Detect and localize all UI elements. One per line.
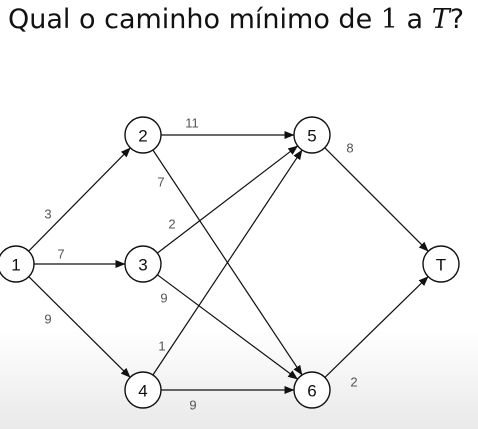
edge-weight-label: 8: [346, 141, 353, 156]
node-T: T: [422, 245, 460, 283]
node-4: 4: [124, 371, 162, 409]
edge-weight-label: 1: [158, 339, 165, 354]
node-circle: [124, 245, 162, 283]
edge-weight-label: 9: [44, 312, 51, 327]
edge-arrow: [152, 149, 303, 376]
question-prefix: Qual o caminho mínimo de: [8, 4, 381, 35]
node-circle: [0, 245, 35, 283]
edge-arrow: [324, 147, 429, 252]
edge-3-6: 9: [157, 274, 299, 380]
node-circle: [293, 371, 331, 409]
question-source-node: 1: [380, 4, 398, 35]
edge-weight-label: 3: [44, 207, 51, 222]
edge-4-5: 1: [152, 149, 303, 376]
edge-1-2: 3: [28, 147, 131, 252]
edge-4-6: 9: [161, 386, 295, 413]
node-circle: [124, 116, 162, 154]
edge-weight-label: 7: [57, 247, 64, 262]
edges-layer: 3 7 9 11 7 2 9 1 9 8 2: [28, 116, 429, 413]
edge-weight-label: 9: [189, 398, 196, 413]
node-label: 3: [138, 256, 147, 275]
edge-weight-label: 2: [168, 217, 175, 232]
edge-arrow: [156, 145, 299, 254]
node-circle: [124, 371, 162, 409]
edge-3-5: 2: [156, 145, 299, 254]
edge-5-T: 8: [324, 141, 429, 252]
node-3: 3: [124, 245, 162, 283]
edge-weight-label: 7: [157, 175, 164, 190]
node-label: 1: [11, 256, 20, 275]
edge-arrow: [28, 147, 131, 252]
edge-1-4: 9: [28, 276, 131, 378]
node-circle: [422, 245, 460, 283]
question-middle: a: [397, 4, 432, 35]
edge-6-T: 2: [324, 276, 429, 390]
node-5: 5: [293, 116, 331, 154]
node-2: 2: [124, 116, 162, 154]
question-suffix: ?: [449, 4, 465, 35]
edge-weight-label: 2: [350, 375, 357, 390]
node-6: 6: [293, 371, 331, 409]
node-label: 4: [138, 382, 147, 401]
edge-arrow: [28, 276, 131, 378]
node-1: 1: [0, 245, 35, 283]
edge-2-5: 11: [161, 116, 295, 139]
edge-arrow: [324, 276, 429, 378]
nodes-layer: 1 2 3 4 5 6 T: [0, 116, 460, 409]
question-target-node: T: [431, 4, 450, 35]
edge-arrow: [157, 274, 299, 380]
node-label: 6: [307, 382, 316, 401]
edge-weight-label: 11: [185, 116, 199, 131]
node-label: T: [436, 256, 446, 275]
node-label: 2: [138, 127, 147, 146]
node-circle: [293, 116, 331, 154]
edge-1-3: 7: [34, 247, 126, 268]
edge-weight-label: 9: [160, 291, 167, 306]
node-label: 5: [307, 127, 316, 146]
question-title: Qual o caminho mínimo de 1 a T?: [8, 0, 464, 40]
